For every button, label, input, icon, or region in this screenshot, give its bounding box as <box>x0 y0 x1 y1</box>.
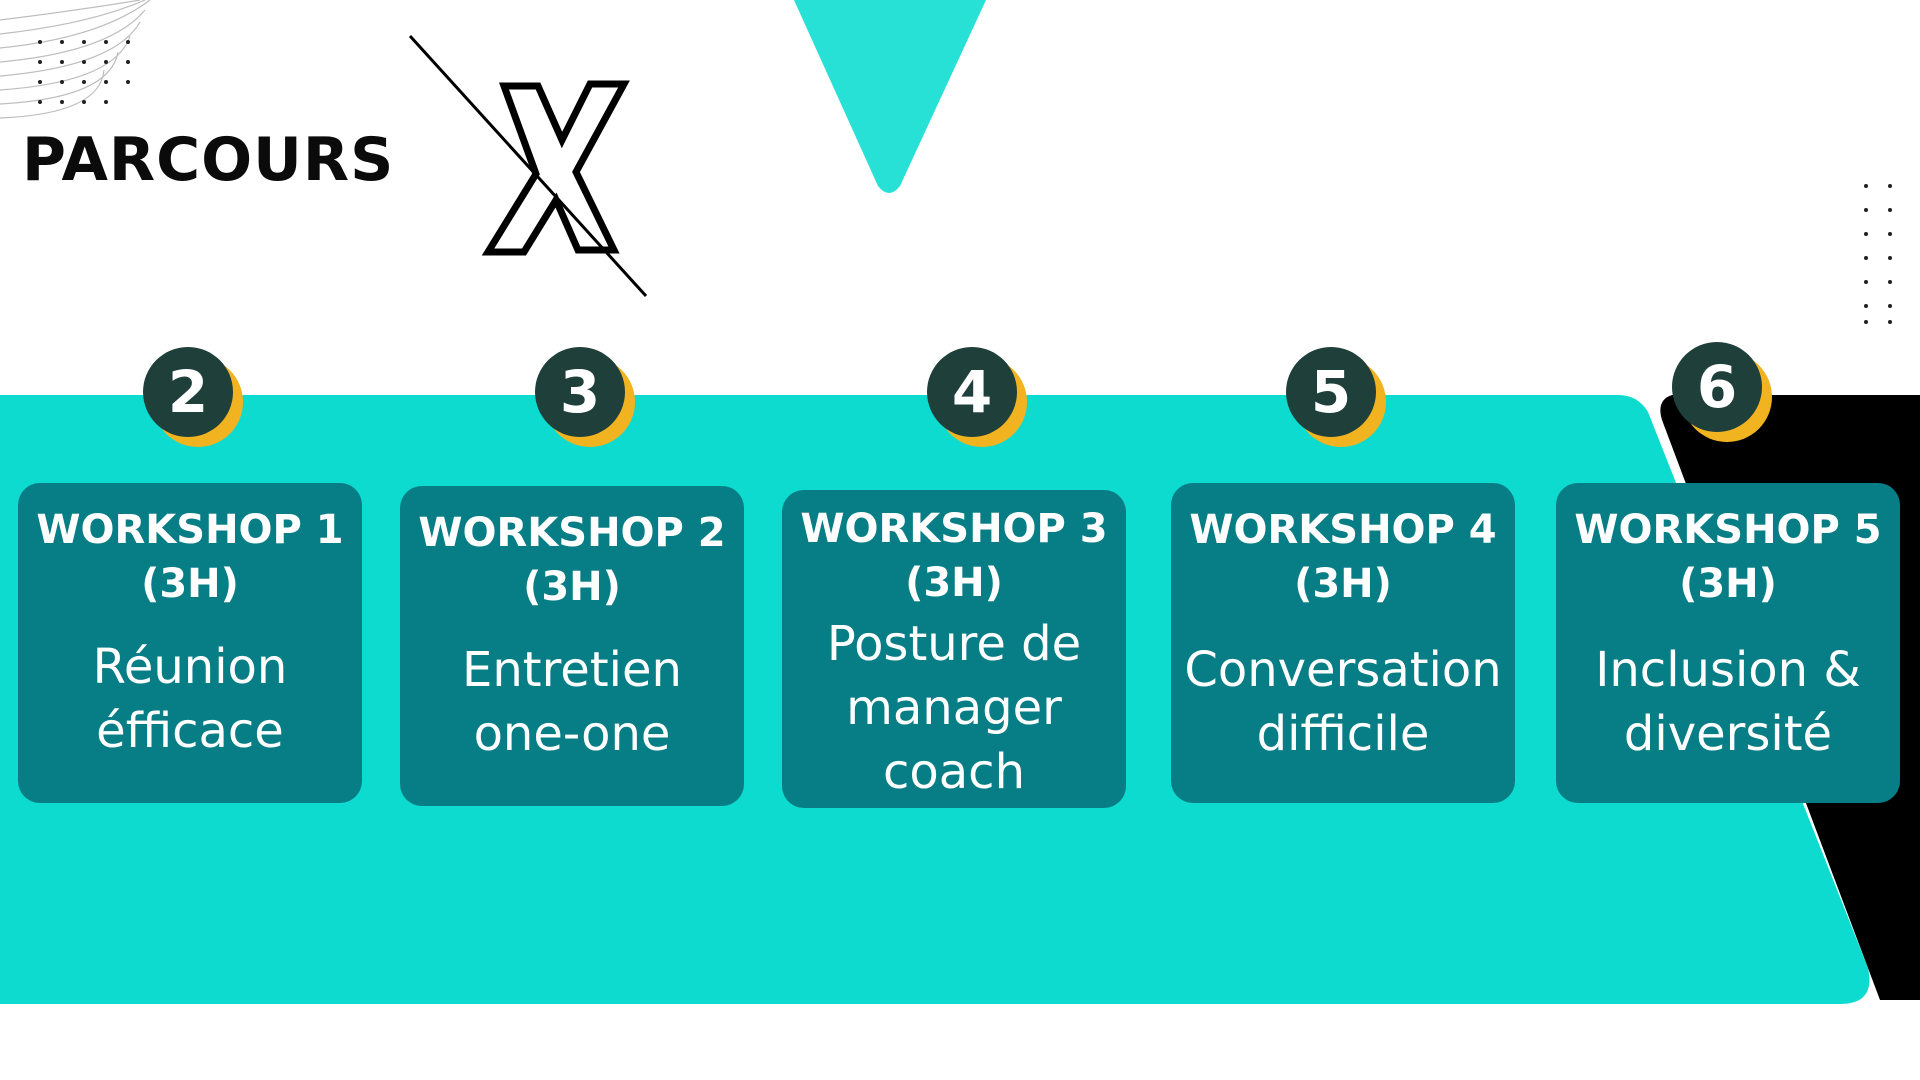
workshop-title: WORKSHOP 3 (3H) <box>800 506 1108 606</box>
workshop-description: Posture de manager coach <box>826 616 1082 800</box>
badge-circle: 6 <box>1672 342 1762 432</box>
badge-circle: 2 <box>143 347 233 437</box>
workshop-card-4: WORKSHOP 4 (3H) Conversation difficile <box>1171 483 1515 803</box>
workshop-card-1: WORKSHOP 1 (3H) Réunion éfficace <box>18 483 362 803</box>
workshop-title: WORKSHOP 2 (3H) <box>418 510 726 610</box>
workshop-title: WORKSHOP 5 (3H) <box>1574 507 1882 607</box>
x-logo-icon <box>408 34 648 298</box>
workshop-card-2: WORKSHOP 2 (3H) Entretien one-one <box>400 486 744 806</box>
workshop-card-5: WORKSHOP 5 (3H) Inclusion & diversité <box>1556 483 1900 803</box>
step-badge-6: 6 <box>1672 342 1772 442</box>
step-number: 5 <box>1310 358 1352 426</box>
step-number: 6 <box>1696 353 1738 421</box>
badge-circle: 3 <box>535 347 625 437</box>
workshop-card-3: WORKSHOP 3 (3H) Posture de manager coach <box>782 490 1126 808</box>
step-number: 4 <box>951 358 993 426</box>
step-number: 3 <box>559 358 601 426</box>
step-badge-2: 2 <box>143 347 243 447</box>
step-badge-4: 4 <box>927 347 1027 447</box>
workshop-description: Réunion éfficace <box>92 639 288 759</box>
brand-title: PARCOURS <box>22 125 395 195</box>
triangle-decoration <box>794 0 986 193</box>
step-number: 2 <box>167 358 209 426</box>
workshop-title: WORKSHOP 4 (3H) <box>1189 507 1497 607</box>
dot-grid-right <box>1864 184 1892 324</box>
step-badge-3: 3 <box>535 347 635 447</box>
badge-circle: 5 <box>1286 347 1376 437</box>
workshop-description: Inclusion & diversité <box>1595 642 1861 762</box>
workshop-description: Entretien one-one <box>462 642 682 762</box>
dot-grid-topleft <box>38 40 130 104</box>
badge-circle: 4 <box>927 347 1017 437</box>
workshop-title: WORKSHOP 1 (3H) <box>36 507 344 607</box>
contour-lines-decoration <box>0 0 151 119</box>
step-badge-5: 5 <box>1286 347 1386 447</box>
workshop-description: Conversation difficile <box>1184 642 1502 762</box>
